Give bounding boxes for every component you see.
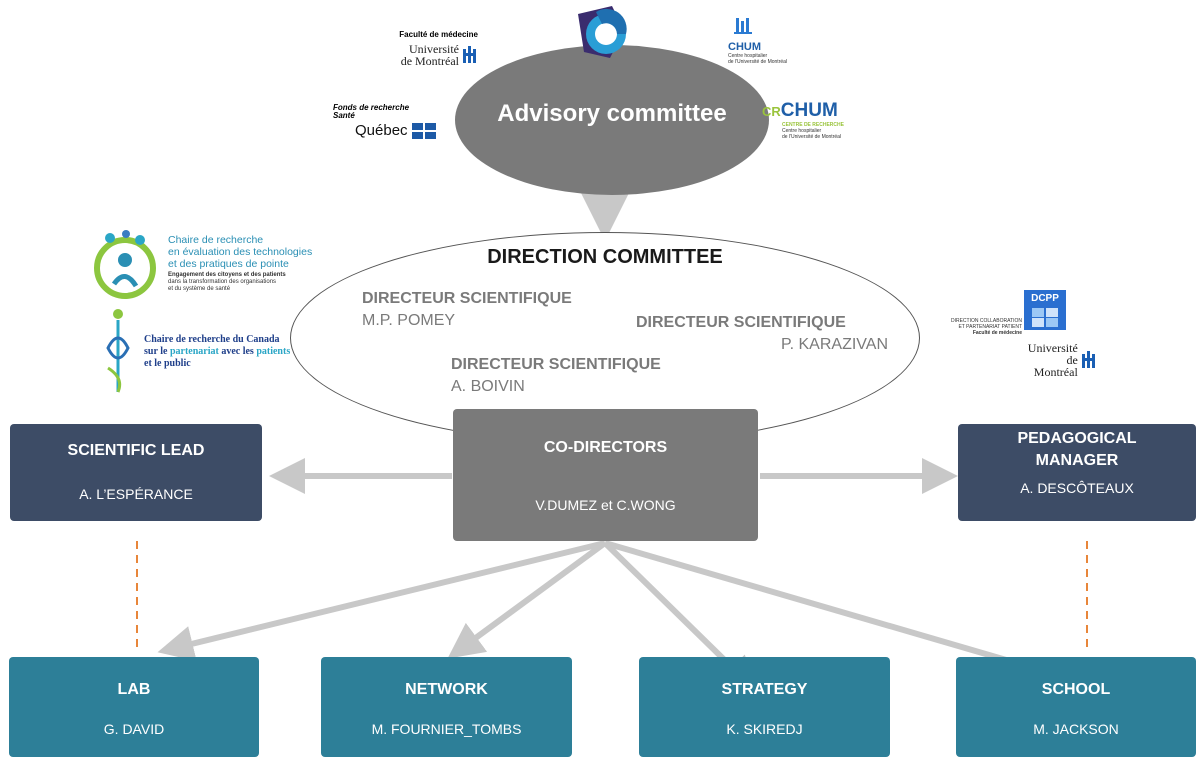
director-boivin: DIRECTEUR SCIENTIFIQUE A. BOIVIN xyxy=(451,356,661,395)
direction-committee-title: DIRECTION COMMITTEE xyxy=(487,246,723,268)
udem-emblem-icon-right xyxy=(1081,351,1095,368)
pedagogical-manager-box: PEDAGOGICAL MANAGER A. DESCÔTEAUX xyxy=(958,424,1196,521)
dcpp-logo: DCPP DIRECTION COLLABORATION ET PARTENAR… xyxy=(934,290,1095,378)
director-pomey: DIRECTEUR SCIENTIFIQUE M.P. POMEY xyxy=(362,290,572,329)
udem-logo-top: Faculté de médecine Université de Montré… xyxy=(399,30,478,68)
lab-box: LAB G. DAVID xyxy=(9,657,259,757)
network-box: NETWORK M. FOURNIER_TOMBS xyxy=(321,657,572,757)
chum-logo: CHUM Centre hospitalier de l'Université … xyxy=(728,18,800,65)
school-box: SCHOOL M. JACKSON xyxy=(956,657,1196,757)
co-directors-box: CO-DIRECTORS V.DUMEZ et C.WONG xyxy=(453,409,758,541)
chair-canada-emblem-icon xyxy=(106,309,130,393)
advisory-committee-title: Advisory committee xyxy=(497,100,727,127)
chair-technologies-logo: Chaire de recherche en évaluation des te… xyxy=(90,228,350,300)
puzzle-icon xyxy=(1032,308,1058,327)
director-karazivan: DIRECTEUR SCIENTIFIQUE P. KARAZIVAN xyxy=(636,314,888,353)
frqs-logo: Fonds de recherche Santé Québec xyxy=(333,104,453,139)
emblem-logo xyxy=(578,6,627,58)
strategy-box: STRATEGY K. SKIREDJ xyxy=(639,657,890,757)
udem-emblem-icon xyxy=(463,46,476,63)
chair-technologies-emblem-icon xyxy=(94,230,156,299)
scientific-lead-box: SCIENTIFIC LEAD A. L’ESPÉRANCE xyxy=(10,424,262,521)
arrow-to-network xyxy=(447,540,607,659)
direction-committee-ellipse xyxy=(290,232,920,444)
quebec-flag-icon xyxy=(411,122,436,139)
chair-canada-logo: Chaire de recherche du Canada sur le par… xyxy=(104,308,304,398)
chum-emblem-icon xyxy=(734,18,752,34)
arrow-to-lab xyxy=(157,540,606,662)
crchum-logo: CRCHUM CENTRE DE RECHERCHE Centre hospit… xyxy=(762,100,844,140)
advisory-committee-ellipse xyxy=(455,45,769,195)
